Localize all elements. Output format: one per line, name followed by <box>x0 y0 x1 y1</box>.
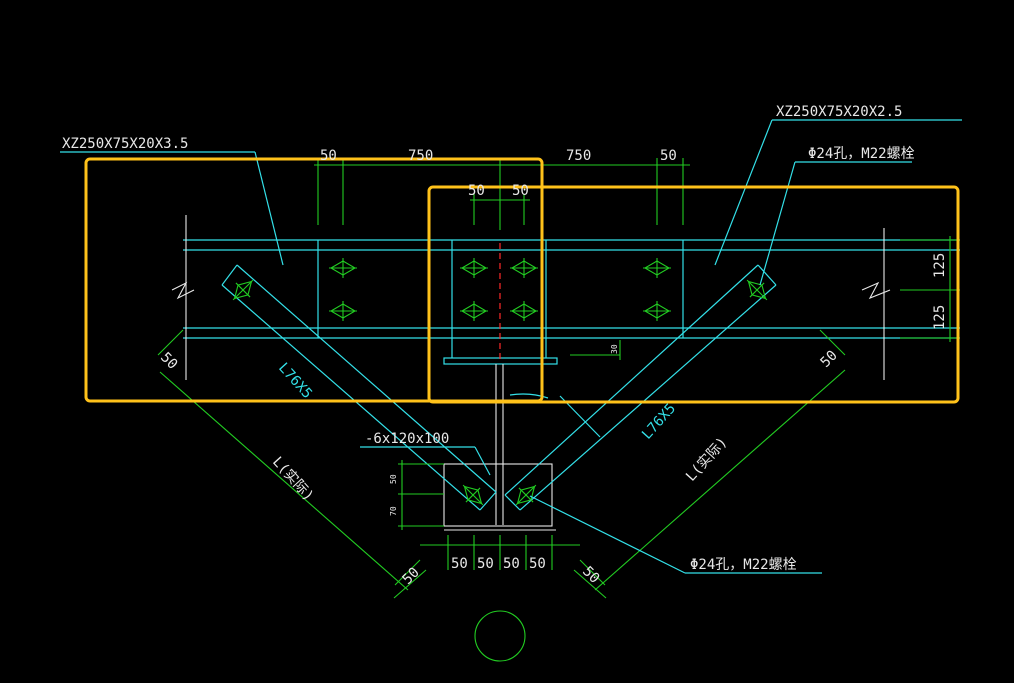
dimension-lines <box>157 158 960 599</box>
leader-lines <box>60 119 962 574</box>
dim-bottom-row-3: 50 <box>503 556 520 572</box>
dim-top-left-750: 750 <box>408 148 433 164</box>
bolt-icon <box>232 279 254 301</box>
dim-bottom-right-50: 50 <box>579 564 602 587</box>
dim-top-left-50: 50 <box>320 148 337 164</box>
dim-diag-right-50: 50 <box>818 348 841 371</box>
dim-bottom-row-4: 50 <box>529 556 546 572</box>
break-marks <box>171 215 891 380</box>
dim-small-30: 30 <box>610 344 619 354</box>
angle-label-left: L76X5 <box>275 360 315 402</box>
highlight-box-left <box>84 157 544 403</box>
bolt-icon <box>643 301 671 321</box>
bolt-icon <box>643 258 671 278</box>
bolt-label-bottom: Φ24孔，M22螺栓 <box>690 557 797 573</box>
dim-right-125-a: 125 <box>932 253 948 278</box>
angle-label-right: L76X5 <box>639 401 679 443</box>
center-connection <box>443 243 558 662</box>
highlight-boxes <box>84 157 960 404</box>
labels: XZ250X75X20X3.5 XZ250X75X20X2.5 Φ24孔，M22… <box>62 104 948 588</box>
dim-center-50-b: 50 <box>512 183 529 199</box>
diagonal-braces <box>221 264 777 511</box>
bolt-icon <box>462 484 484 506</box>
dim-plate-v-50: 50 <box>389 474 398 484</box>
length-label-left: L(实际) <box>269 454 317 504</box>
dim-plate-v-70: 70 <box>389 506 398 516</box>
bolt-label-top: Φ24孔，M22螺栓 <box>808 146 915 162</box>
bolt-icon <box>460 301 488 321</box>
dim-bottom-row-1: 50 <box>451 556 468 572</box>
dim-right-125-b: 125 <box>932 305 948 330</box>
highlight-box-right <box>427 185 960 404</box>
bolt-icon <box>329 258 357 278</box>
bolt-icon <box>746 279 768 301</box>
dim-top-right-750: 750 <box>566 148 591 164</box>
plate-label: -6x120x100 <box>365 431 449 447</box>
column-circle <box>474 610 526 662</box>
bolt-icon <box>510 301 538 321</box>
right-purlin-label: XZ250X75X20X2.5 <box>776 104 902 120</box>
dim-bottom-left-50: 50 <box>400 565 423 588</box>
bolt-icon <box>460 258 488 278</box>
dim-bottom-row-2: 50 <box>477 556 494 572</box>
bolt-icon <box>515 484 537 506</box>
bolt-icon <box>510 258 538 278</box>
dim-top-right-50: 50 <box>660 148 677 164</box>
bolt-icon <box>329 301 357 321</box>
left-purlin-label: XZ250X75X20X3.5 <box>62 136 188 152</box>
bolt-symbols <box>232 258 768 506</box>
dim-center-50-a: 50 <box>468 183 485 199</box>
purlin-lines <box>183 239 960 358</box>
